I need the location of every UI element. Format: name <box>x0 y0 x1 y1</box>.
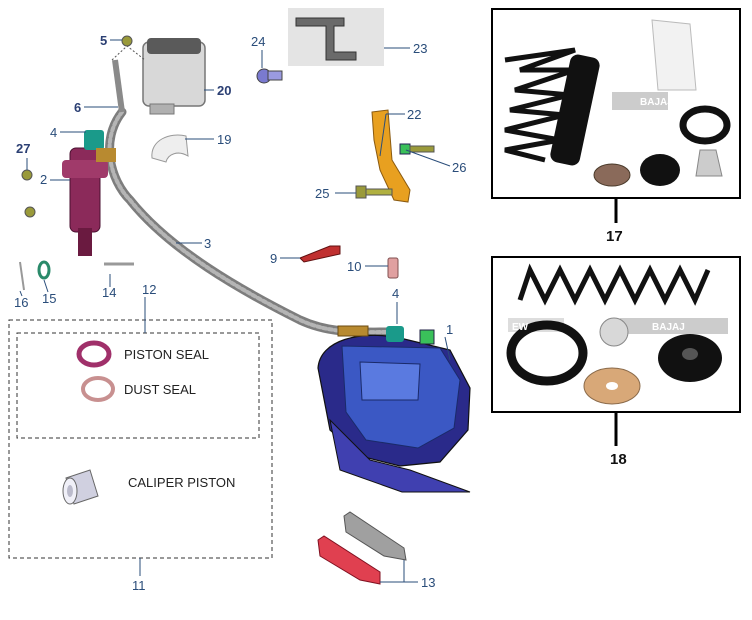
bolt-27 <box>21 169 36 218</box>
kit-box-12 <box>16 332 260 439</box>
callout-25: 25 <box>315 186 329 201</box>
bracket-22 <box>371 109 411 203</box>
callout-3: 3 <box>204 236 211 251</box>
watermark-brand-b: BAJAJ <box>652 322 685 333</box>
fluid-reservoir <box>142 38 206 115</box>
callout-11: 11 <box>132 578 146 593</box>
inset-18-parts <box>506 263 728 405</box>
watermark-brand: BAJAJ <box>640 97 673 108</box>
callout-15: 15 <box>42 291 56 306</box>
callout-20: 20 <box>217 83 231 98</box>
leader-lines <box>19 39 451 583</box>
callout-24: 24 <box>251 34 265 49</box>
callout-16: 16 <box>14 295 28 310</box>
callout-12: 12 <box>142 282 156 297</box>
callout-10: 10 <box>347 259 361 274</box>
brake-hose <box>105 59 395 337</box>
bleeder-10 <box>387 257 399 279</box>
callout-2: 2 <box>40 172 47 187</box>
clip-16 <box>19 261 25 291</box>
watermark-ew: EW <box>512 322 529 333</box>
callout-1: 1 <box>446 322 453 337</box>
caliper-piston <box>62 469 99 505</box>
washer-15 <box>37 260 51 280</box>
piston-seal-ring <box>76 340 112 368</box>
dust-seal-ring <box>81 376 115 402</box>
bracket-23 <box>288 8 384 66</box>
label-piston-seal: PISTON SEAL <box>124 347 209 362</box>
callout-5: 5 <box>100 33 107 48</box>
callout-14: 14 <box>102 285 116 300</box>
label-caliper-piston: CALIPER PISTON <box>128 475 235 490</box>
callout-23: 23 <box>413 41 427 56</box>
callout-9: 9 <box>270 251 277 266</box>
reservoir-screw <box>111 35 146 61</box>
callout-17: 17 <box>606 228 623 245</box>
lever-pin-9 <box>299 245 341 263</box>
callout-13: 13 <box>421 575 435 590</box>
callout-19: 19 <box>217 132 231 147</box>
bolt-26 <box>399 143 435 155</box>
callout-27: 27 <box>16 141 30 156</box>
label-dust-seal: DUST SEAL <box>124 382 196 397</box>
callout-4-top: 4 <box>50 125 57 140</box>
master-cylinder <box>62 130 116 256</box>
bolt-24 <box>256 68 283 84</box>
bolt-25 <box>355 185 393 199</box>
brake-pads <box>317 511 407 585</box>
callout-18: 18 <box>610 451 627 468</box>
callout-22: 22 <box>407 107 421 122</box>
callout-4-caliper: 4 <box>392 286 399 301</box>
callout-26: 26 <box>452 160 466 175</box>
brake-caliper <box>317 325 471 493</box>
callout-6: 6 <box>74 100 81 115</box>
inset-17-parts <box>504 19 731 187</box>
hose-clamp <box>151 134 189 163</box>
